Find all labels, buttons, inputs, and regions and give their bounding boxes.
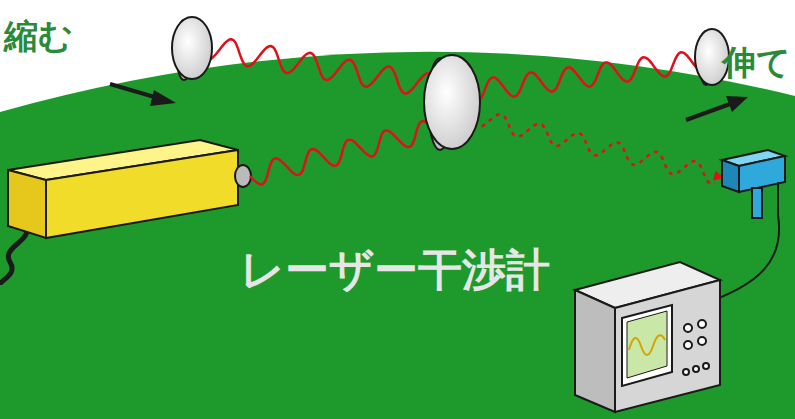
device-label: レーザー干渉計 [240,246,550,294]
laser-box [8,140,251,238]
ground [0,52,795,419]
motion-label: 縮む [4,18,73,55]
laser-wave [200,39,432,93]
detector [722,150,785,218]
laser-wave [470,114,715,183]
mirrors [172,17,729,150]
laser-wave [250,121,440,184]
laser-wave [466,52,707,101]
oscilloscope [575,262,720,412]
laser-beams [200,39,724,184]
motion-label: 伸て [722,44,791,81]
